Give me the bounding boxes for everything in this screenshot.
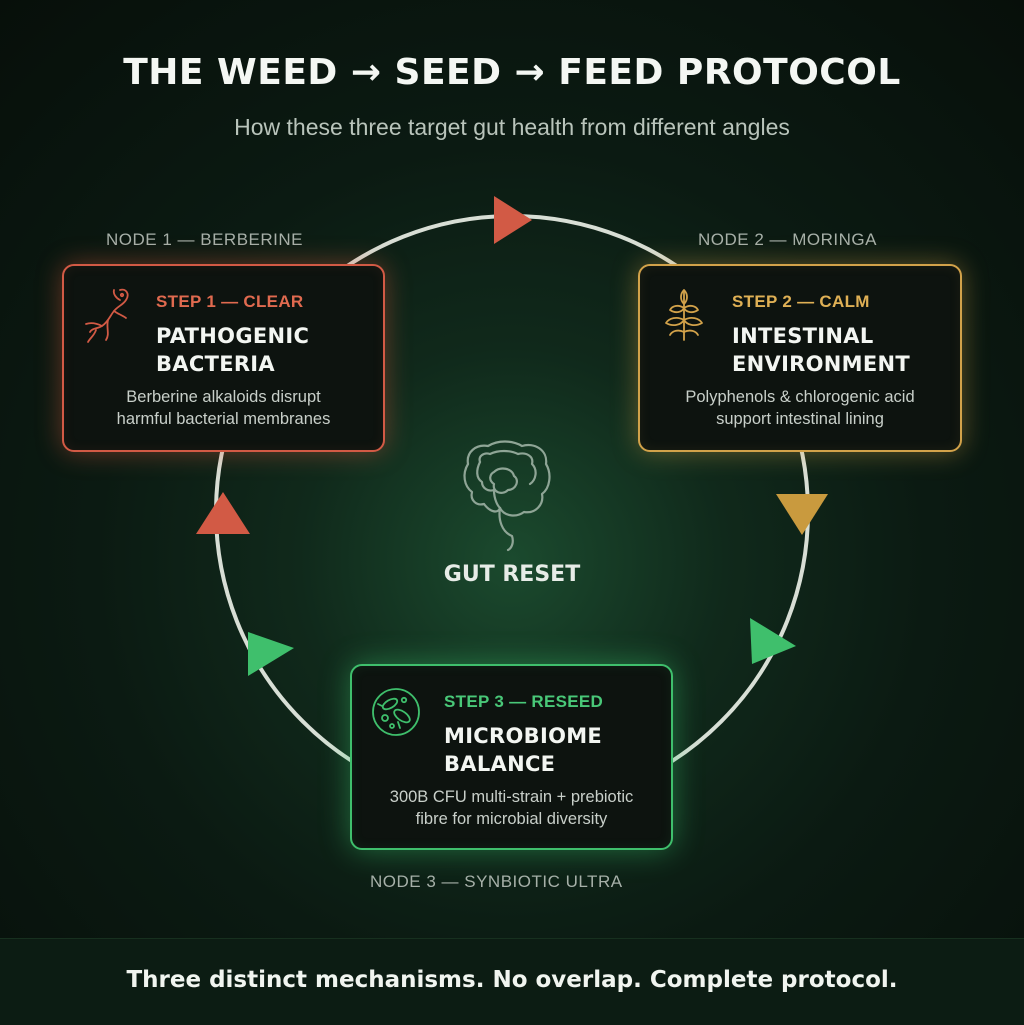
step-3-title: STEP 3 — RESEED (444, 692, 604, 711)
arrow-top (494, 196, 532, 244)
step-1-card: STEP 1 — CLEAR PATHOGENIC BACTERIA Berbe… (62, 264, 385, 452)
footer-bar: Three distinct mechanisms. No overlap. C… (0, 938, 1024, 1025)
arrow-left-lower (248, 632, 294, 676)
node-2-label: NODE 2 — MORINGA (698, 230, 877, 249)
step-1-title: STEP 1 — CLEAR (156, 292, 304, 311)
arrow-right-upper (776, 494, 828, 535)
step-2-description: Polyphenols & chlorogenic acid support i… (640, 386, 960, 430)
step-1-heading: PATHOGENIC BACTERIA (156, 322, 309, 378)
step-2-description-line-1: Polyphenols & chlorogenic acid (685, 388, 915, 406)
step-3-card: STEP 3 — RESEED MICROBIOME BALANCE 300B … (350, 664, 673, 850)
step-1-heading-line-2: BACTERIA (156, 352, 275, 376)
node-3-label: NODE 3 — SYNBIOTIC ULTRA (370, 872, 623, 891)
microbe-icon (372, 688, 420, 736)
step-2-card: STEP 2 — CALM INTESTINAL ENVIRONMENT Pol… (638, 264, 962, 452)
arrow-left-upper (196, 492, 250, 534)
step-3-heading-line-2: BALANCE (444, 752, 556, 776)
page-subtitle: How these three target gut health from d… (234, 114, 790, 140)
step-1-description-line-2: harmful bacterial membranes (116, 410, 331, 428)
berberine-root-icon (85, 288, 129, 343)
step-2-heading: INTESTINAL ENVIRONMENT (732, 322, 910, 378)
step-2-description-line-2: support intestinal lining (716, 410, 884, 428)
step-3-description: 300B CFU multi-strain + prebiotic fibre … (352, 786, 671, 830)
step-1-heading-line-1: PATHOGENIC (156, 324, 310, 348)
step-2-heading-line-2: ENVIRONMENT (732, 352, 911, 376)
step-1-description-line-1: Berberine alkaloids disrupt (126, 388, 321, 406)
step-3-description-line-2: fibre for microbial diversity (415, 810, 608, 828)
moringa-leaf-icon (665, 289, 703, 341)
page-title: THE WEED → SEED → FEED PROTOCOL (123, 52, 901, 93)
center-title: GUT RESET (443, 562, 581, 587)
intestine-icon (463, 440, 551, 552)
arrow-right-lower (750, 618, 796, 664)
step-3-heading: MICROBIOME BALANCE (444, 722, 602, 778)
node-1-label: NODE 1 — BERBERINE (106, 230, 303, 249)
step-3-description-line-1: 300B CFU multi-strain + prebiotic (389, 788, 634, 806)
step-3-heading-line-1: MICROBIOME (444, 724, 603, 748)
step-2-title: STEP 2 — CALM (732, 292, 870, 311)
step-2-heading-line-1: INTESTINAL (732, 324, 874, 348)
footer-text: Three distinct mechanisms. No overlap. C… (126, 967, 898, 993)
step-1-description: Berberine alkaloids disrupt harmful bact… (64, 386, 383, 430)
